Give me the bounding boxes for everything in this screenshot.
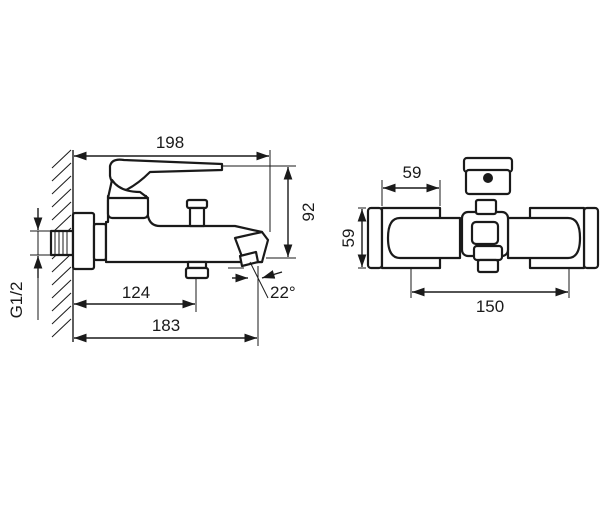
shower-outlet <box>184 260 210 280</box>
dim-59-vertical: 59 <box>339 207 367 269</box>
dim-92-label: 92 <box>299 203 318 222</box>
mixer-body <box>104 194 264 264</box>
angle-22: 22° <box>228 261 296 302</box>
front-view: 59 59 150 <box>339 156 600 316</box>
thread-connector <box>49 229 75 257</box>
dim-198: 198 <box>72 133 271 232</box>
dim-150-label: 150 <box>476 297 504 316</box>
spout <box>233 230 270 268</box>
front-spout <box>472 244 504 274</box>
front-handle <box>462 156 514 196</box>
dim-59-v-label: 59 <box>339 229 358 248</box>
dim-124: 124 <box>74 278 197 312</box>
angle-label: 22° <box>270 283 296 302</box>
dim-183-label: 183 <box>152 316 180 335</box>
dim-198-label: 198 <box>156 133 184 152</box>
right-eccentric <box>506 206 600 270</box>
left-eccentric <box>366 206 462 270</box>
dim-thread: G1/2 <box>7 208 50 320</box>
thread-label: G1/2 <box>7 282 26 319</box>
dim-124-label: 124 <box>122 283 150 302</box>
dim-150: 150 <box>410 268 570 316</box>
dim-92: 92 <box>222 165 318 259</box>
side-view: 198 92 22° 124 183 <box>7 133 318 346</box>
dim-59-h-label: 59 <box>403 163 422 182</box>
dim-183: 183 <box>74 266 259 346</box>
lever-handle <box>106 158 224 200</box>
diverter-knob <box>185 198 209 228</box>
dim-59-horizontal: 59 <box>381 163 441 206</box>
wall-rosette <box>71 211 108 271</box>
